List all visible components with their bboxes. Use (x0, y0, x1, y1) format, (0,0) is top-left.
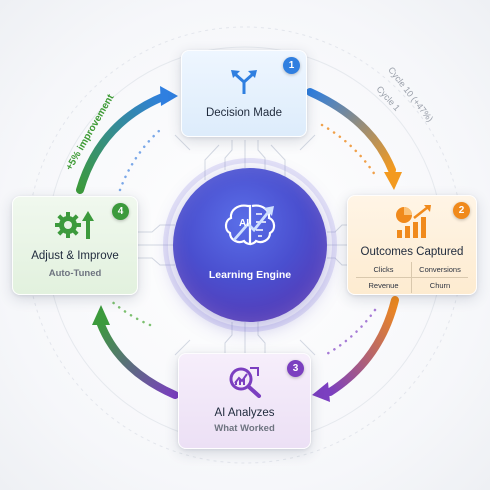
ai-icon-text: AI (239, 218, 249, 229)
metric-revenue: Revenue (356, 278, 412, 293)
cycle-arrows (76, 88, 399, 399)
arrow-4-to-1 (76, 92, 169, 194)
step-title: Adjust & Improve (31, 250, 119, 262)
arrowhead-2 (384, 172, 402, 190)
step-subtitle: What Worked (214, 423, 275, 434)
step-title: Outcomes Captured (360, 246, 464, 258)
step-number-badge: 1 (283, 57, 300, 74)
arrow-1-to-2 (306, 88, 396, 174)
analysis-magnifier-icon (228, 366, 262, 403)
step-card-adjust: 4 Adjust & Improve Auto-Tuned (12, 196, 138, 295)
hub-label: Learning Engine (208, 269, 292, 281)
fork-arrows-icon (229, 68, 259, 99)
arrowhead-3 (312, 382, 330, 402)
metric-conversions: Conversions (412, 262, 468, 278)
metric-clicks: Clicks (356, 262, 412, 278)
metric-churn: Churn (429, 281, 451, 290)
learning-engine-hub: AI Learning Engine (173, 168, 327, 322)
step-number-badge: 2 (453, 202, 470, 219)
gear-up-arrow-icon (55, 209, 95, 244)
metrics-grid: Clicks Conversions Revenue Churn (356, 262, 468, 293)
arrow-heads (92, 86, 402, 402)
arrow-2-to-3 (326, 296, 399, 396)
arrowhead-4 (92, 305, 110, 325)
step-title: AI Analyzes (214, 407, 275, 419)
hub-halo (163, 158, 337, 332)
step-card-decision: 1 Decision Made (181, 50, 307, 137)
ai-brain-icon: AI (218, 200, 282, 253)
step-title: Decision Made (205, 107, 283, 119)
step-card-analyze: 3 AI Analyzes What Worked (178, 353, 311, 449)
step-number-badge: 3 (287, 360, 304, 377)
chart-growth-icon (392, 204, 432, 243)
arrow-3-to-4 (96, 318, 179, 399)
step-subtitle: Auto-Tuned (48, 268, 102, 279)
arrowhead-1 (160, 86, 178, 106)
dotted-trails (108, 123, 377, 357)
step-card-outcomes: 2 Outcomes Captured Clicks Conversions R… (347, 195, 477, 295)
step-number-badge: 4 (112, 203, 129, 220)
